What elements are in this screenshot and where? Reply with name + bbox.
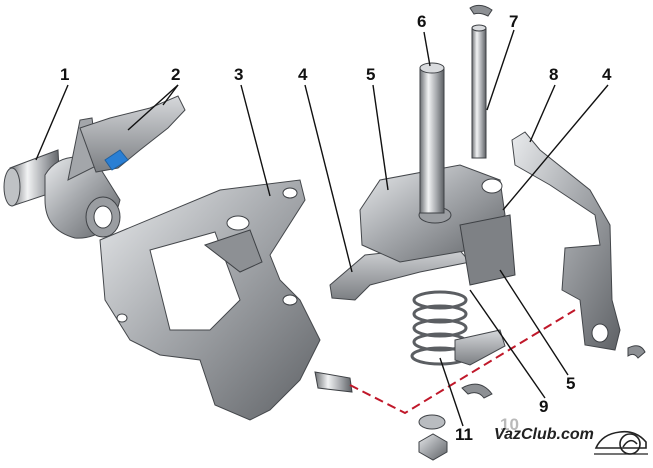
part-2-fork [79,95,186,173]
callout-5b: 5 [566,374,576,393]
assembly-axis-line [349,309,576,415]
callout-6: 6 [417,12,427,31]
leader-lines [35,29,609,427]
callout-5: 5 [366,65,376,84]
part-8-selector-plate [511,131,646,359]
callout-2: 2 [171,65,181,84]
callout-4b: 4 [602,65,612,84]
part-3-bracket [99,179,353,421]
watermark-text: VazClub.com [494,426,594,443]
callout-7: 7 [509,12,519,31]
callout-3: 3 [234,65,244,84]
callout-9: 9 [539,397,549,416]
car-logo-icon [594,430,648,455]
callout-1: 1 [60,65,70,84]
callout-10: 10 [500,415,519,434]
callout-11: 11 [455,425,473,444]
part-10-lower-lever [418,329,506,461]
callout-4: 4 [298,65,308,84]
part-6-shaft [419,62,445,214]
callout-8: 8 [549,65,559,84]
part-7-pin [469,4,493,159]
